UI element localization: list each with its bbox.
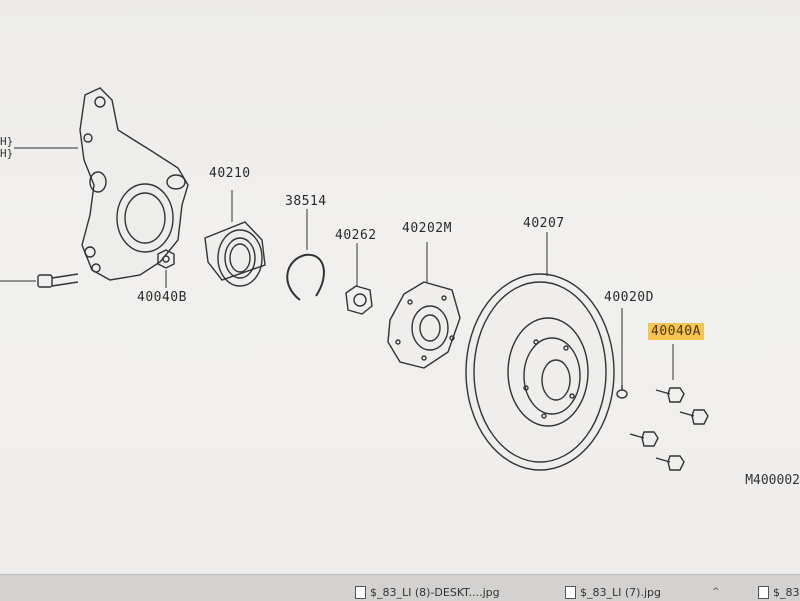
part-label-38514: 38514 [285, 194, 327, 209]
chevron-up-icon: ^ [712, 587, 720, 597]
file-icon [565, 585, 576, 599]
brake-disc-rotor [465, 232, 615, 471]
part-label-40020d: 40020D [604, 290, 654, 305]
taskbar-item-1[interactable]: $_83_LI (8)-DESKT....jpg [355, 583, 500, 601]
steering-knuckle [79, 87, 189, 281]
taskbar-item-3-label: $_83 [773, 585, 800, 599]
part-label-40202m: 40202M [402, 221, 452, 236]
knuckle-bolt [0, 273, 79, 288]
hub-nut [345, 243, 373, 315]
taskbar-item-2-label: $_83_LI (7).jpg [580, 585, 661, 599]
taskbar-item-3[interactable]: $_83 [758, 583, 800, 601]
taskbar-chevron[interactable]: ^ [712, 583, 720, 601]
parts-diagram: H} H} 40210 38514 40262 40202M 40207 400… [0, 0, 800, 574]
wheel-bearing [204, 190, 266, 287]
part-label-40262: 40262 [335, 228, 377, 243]
side-mark-1: H} [0, 135, 14, 148]
wheel-hub [387, 242, 461, 369]
side-mark-2: H} [0, 147, 14, 160]
snap-ring [286, 209, 325, 301]
rotor-screw [616, 308, 628, 399]
taskbar-item-2[interactable]: $_83_LI (7).jpg [565, 583, 661, 601]
part-label-40207: 40207 [523, 216, 565, 231]
taskbar: $_83_LI (8)-DESKT....jpg $_83_LI (7).jpg… [0, 574, 800, 601]
exploded-view-drawing [0, 87, 709, 471]
wheel-bolts [629, 344, 709, 471]
diagram-reference-code: M400002 [745, 473, 800, 488]
part-label-40040b: 40040B [137, 290, 187, 305]
taskbar-item-1-label: $_83_LI (8)-DESKT....jpg [370, 585, 500, 599]
nut-40040b [157, 249, 175, 288]
file-icon [758, 585, 769, 599]
part-label-40040a-highlighted: 40040A [648, 323, 704, 340]
part-label-40210: 40210 [209, 166, 251, 181]
file-icon [355, 585, 366, 599]
